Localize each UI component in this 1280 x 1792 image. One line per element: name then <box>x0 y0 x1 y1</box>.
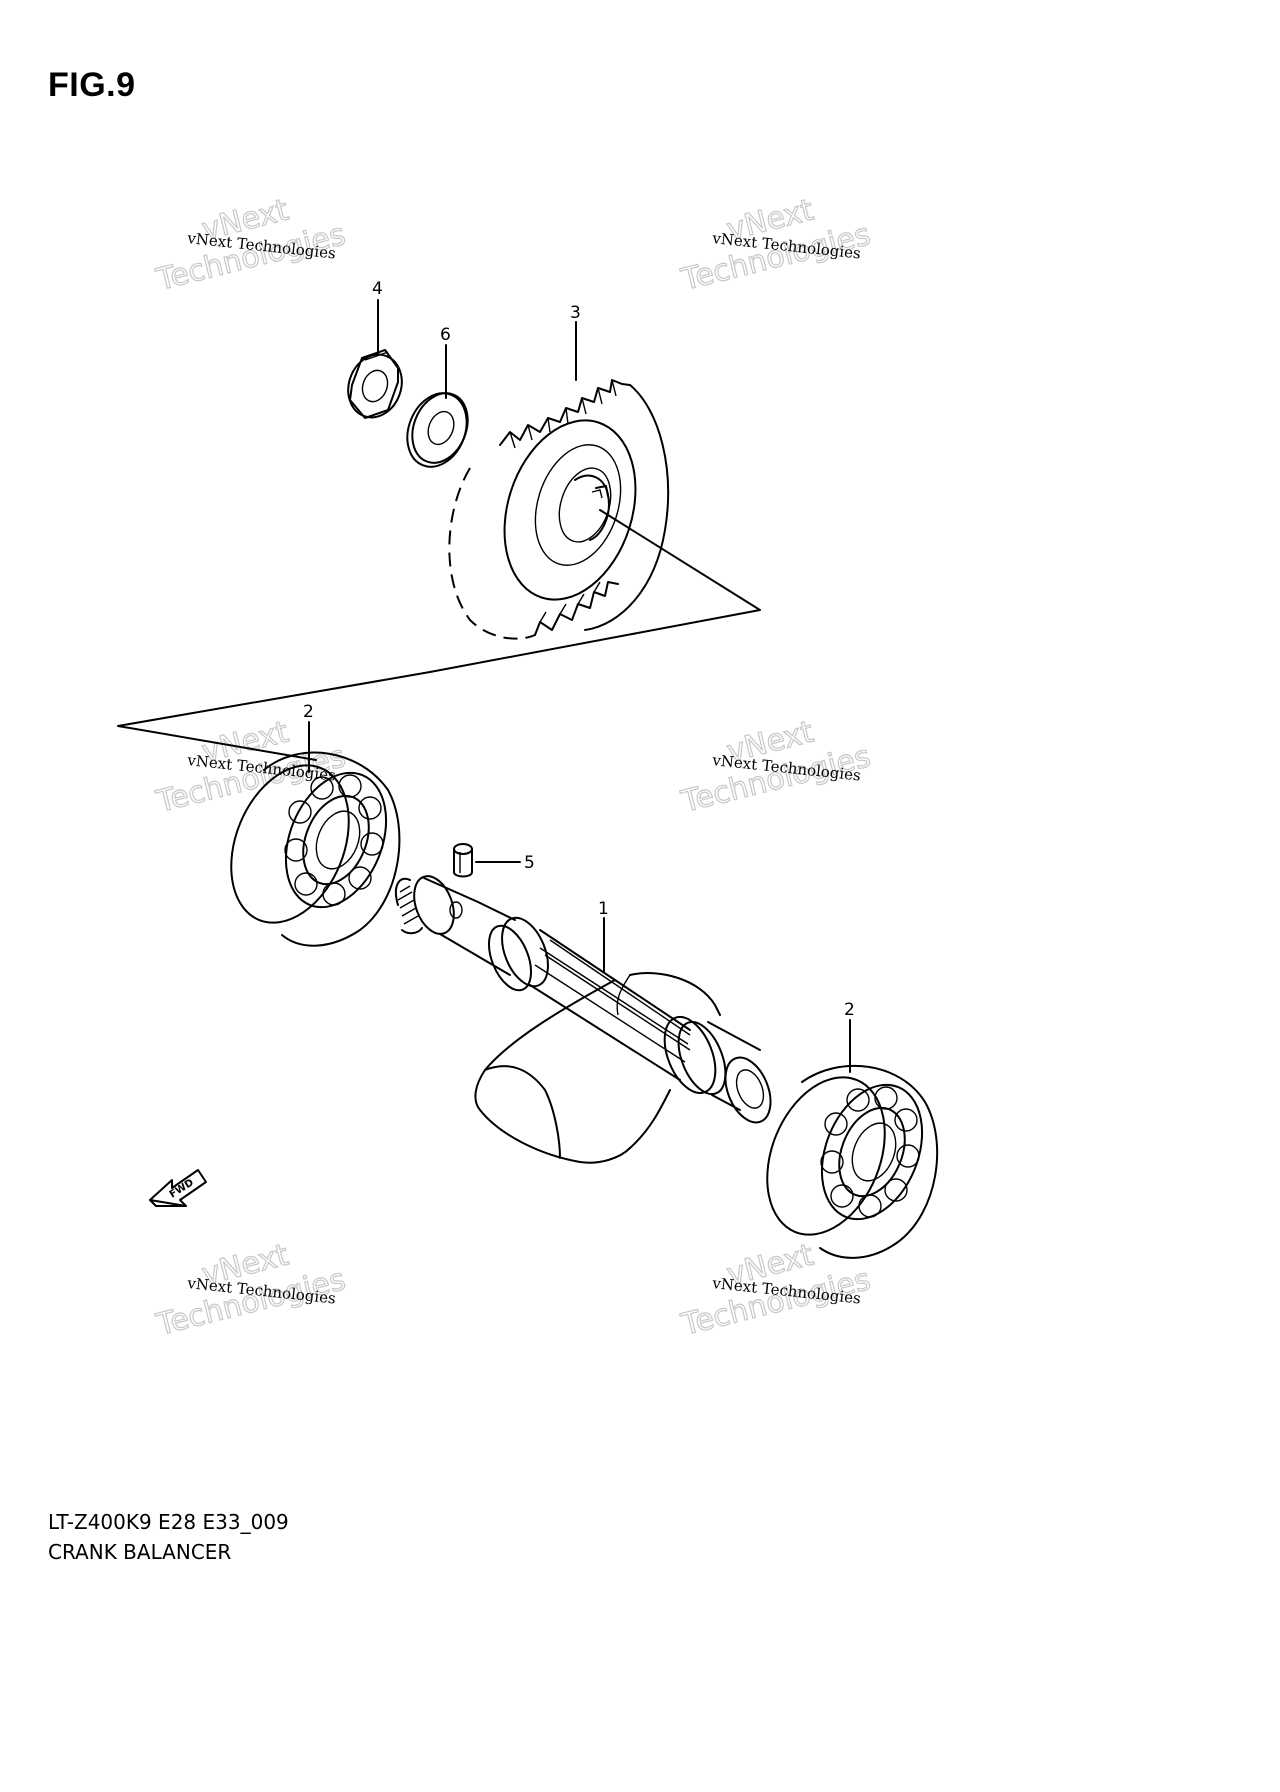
part-2-bearing-right <box>766 1064 939 1259</box>
diagram-name: CRANK BALANCER <box>48 1540 232 1564</box>
assembly-guide-line-upper <box>429 509 761 673</box>
part-6-washer <box>406 392 469 468</box>
callout-5: 4 <box>372 279 383 299</box>
callout-4: 5 <box>524 853 535 873</box>
forward-direction-arrow-icon: FWD <box>149 1169 207 1207</box>
callout-6: 6 <box>440 325 451 345</box>
part-4-pin <box>453 843 473 878</box>
watermark-bottom-right: Technologies vNext vNext Technologies <box>677 1237 875 1344</box>
part-3-balancer-gear <box>448 379 670 640</box>
part-1-balancer-shaft <box>394 875 772 1164</box>
callout-2-right: 2 <box>844 1000 855 1020</box>
assembly-guide-line-lower <box>117 671 431 761</box>
callout-3: 3 <box>570 303 581 323</box>
watermark-bottom-left: Technologies vNext vNext Technologies <box>152 1237 350 1344</box>
callout-1: 1 <box>598 899 609 919</box>
watermark-mid-right: Technologies vNext vNext Technologies <box>677 714 875 821</box>
callout-2-left: 2 <box>303 702 314 722</box>
figure-title: FIG.9 <box>48 66 136 104</box>
diagram-code: LT-Z400K9 E28 E33_009 <box>48 1510 289 1534</box>
watermark-top-left: Technologies vNext vNext Technologies <box>152 192 350 299</box>
watermark-top-right: Technologies vNext vNext Technologies <box>677 192 875 299</box>
part-5-nut <box>347 349 403 419</box>
part-2-bearing-left <box>230 751 401 947</box>
